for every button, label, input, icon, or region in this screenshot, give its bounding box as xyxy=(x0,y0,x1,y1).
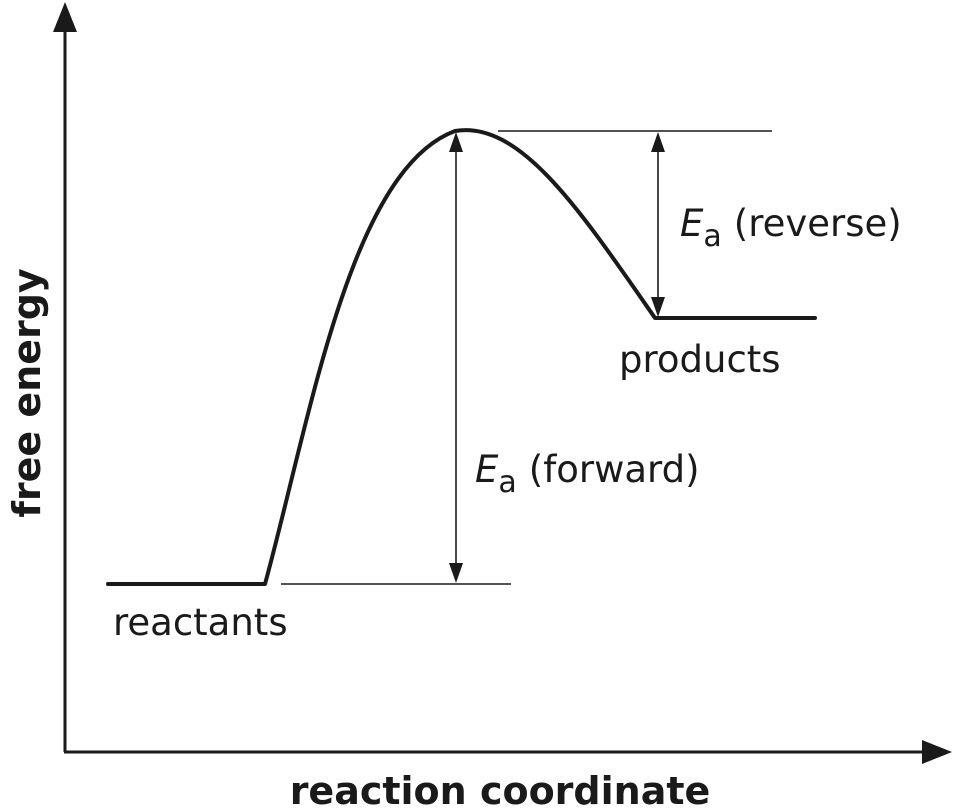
reactants-label: reactants xyxy=(113,601,288,644)
x-axis-arrowhead xyxy=(922,740,952,764)
ea-reverse-subscript: a xyxy=(703,219,721,254)
products-label: products xyxy=(619,338,781,381)
ea-forward-arrowhead-bottom xyxy=(449,563,463,583)
ea-reverse-symbol: E xyxy=(680,202,704,245)
ea-forward-label: Ea (forward) xyxy=(475,448,700,500)
energy-curve xyxy=(106,128,817,586)
y-axis-arrowhead xyxy=(53,2,77,32)
ea-reverse-label: Ea (reverse) xyxy=(680,202,902,254)
ea-forward-direction: (forward) xyxy=(529,448,700,491)
ea-reverse-arrowhead-bottom xyxy=(651,297,665,317)
y-axis-label: free energy xyxy=(5,268,49,518)
ea-reverse-arrowhead-top xyxy=(651,132,665,152)
ea-forward-symbol: E xyxy=(475,448,499,491)
ea-forward-arrowhead-top xyxy=(449,132,463,152)
x-axis-label: reaction coordinate xyxy=(290,769,711,809)
ea-reverse-direction: (reverse) xyxy=(734,202,902,245)
ea-forward-subscript: a xyxy=(498,465,516,500)
